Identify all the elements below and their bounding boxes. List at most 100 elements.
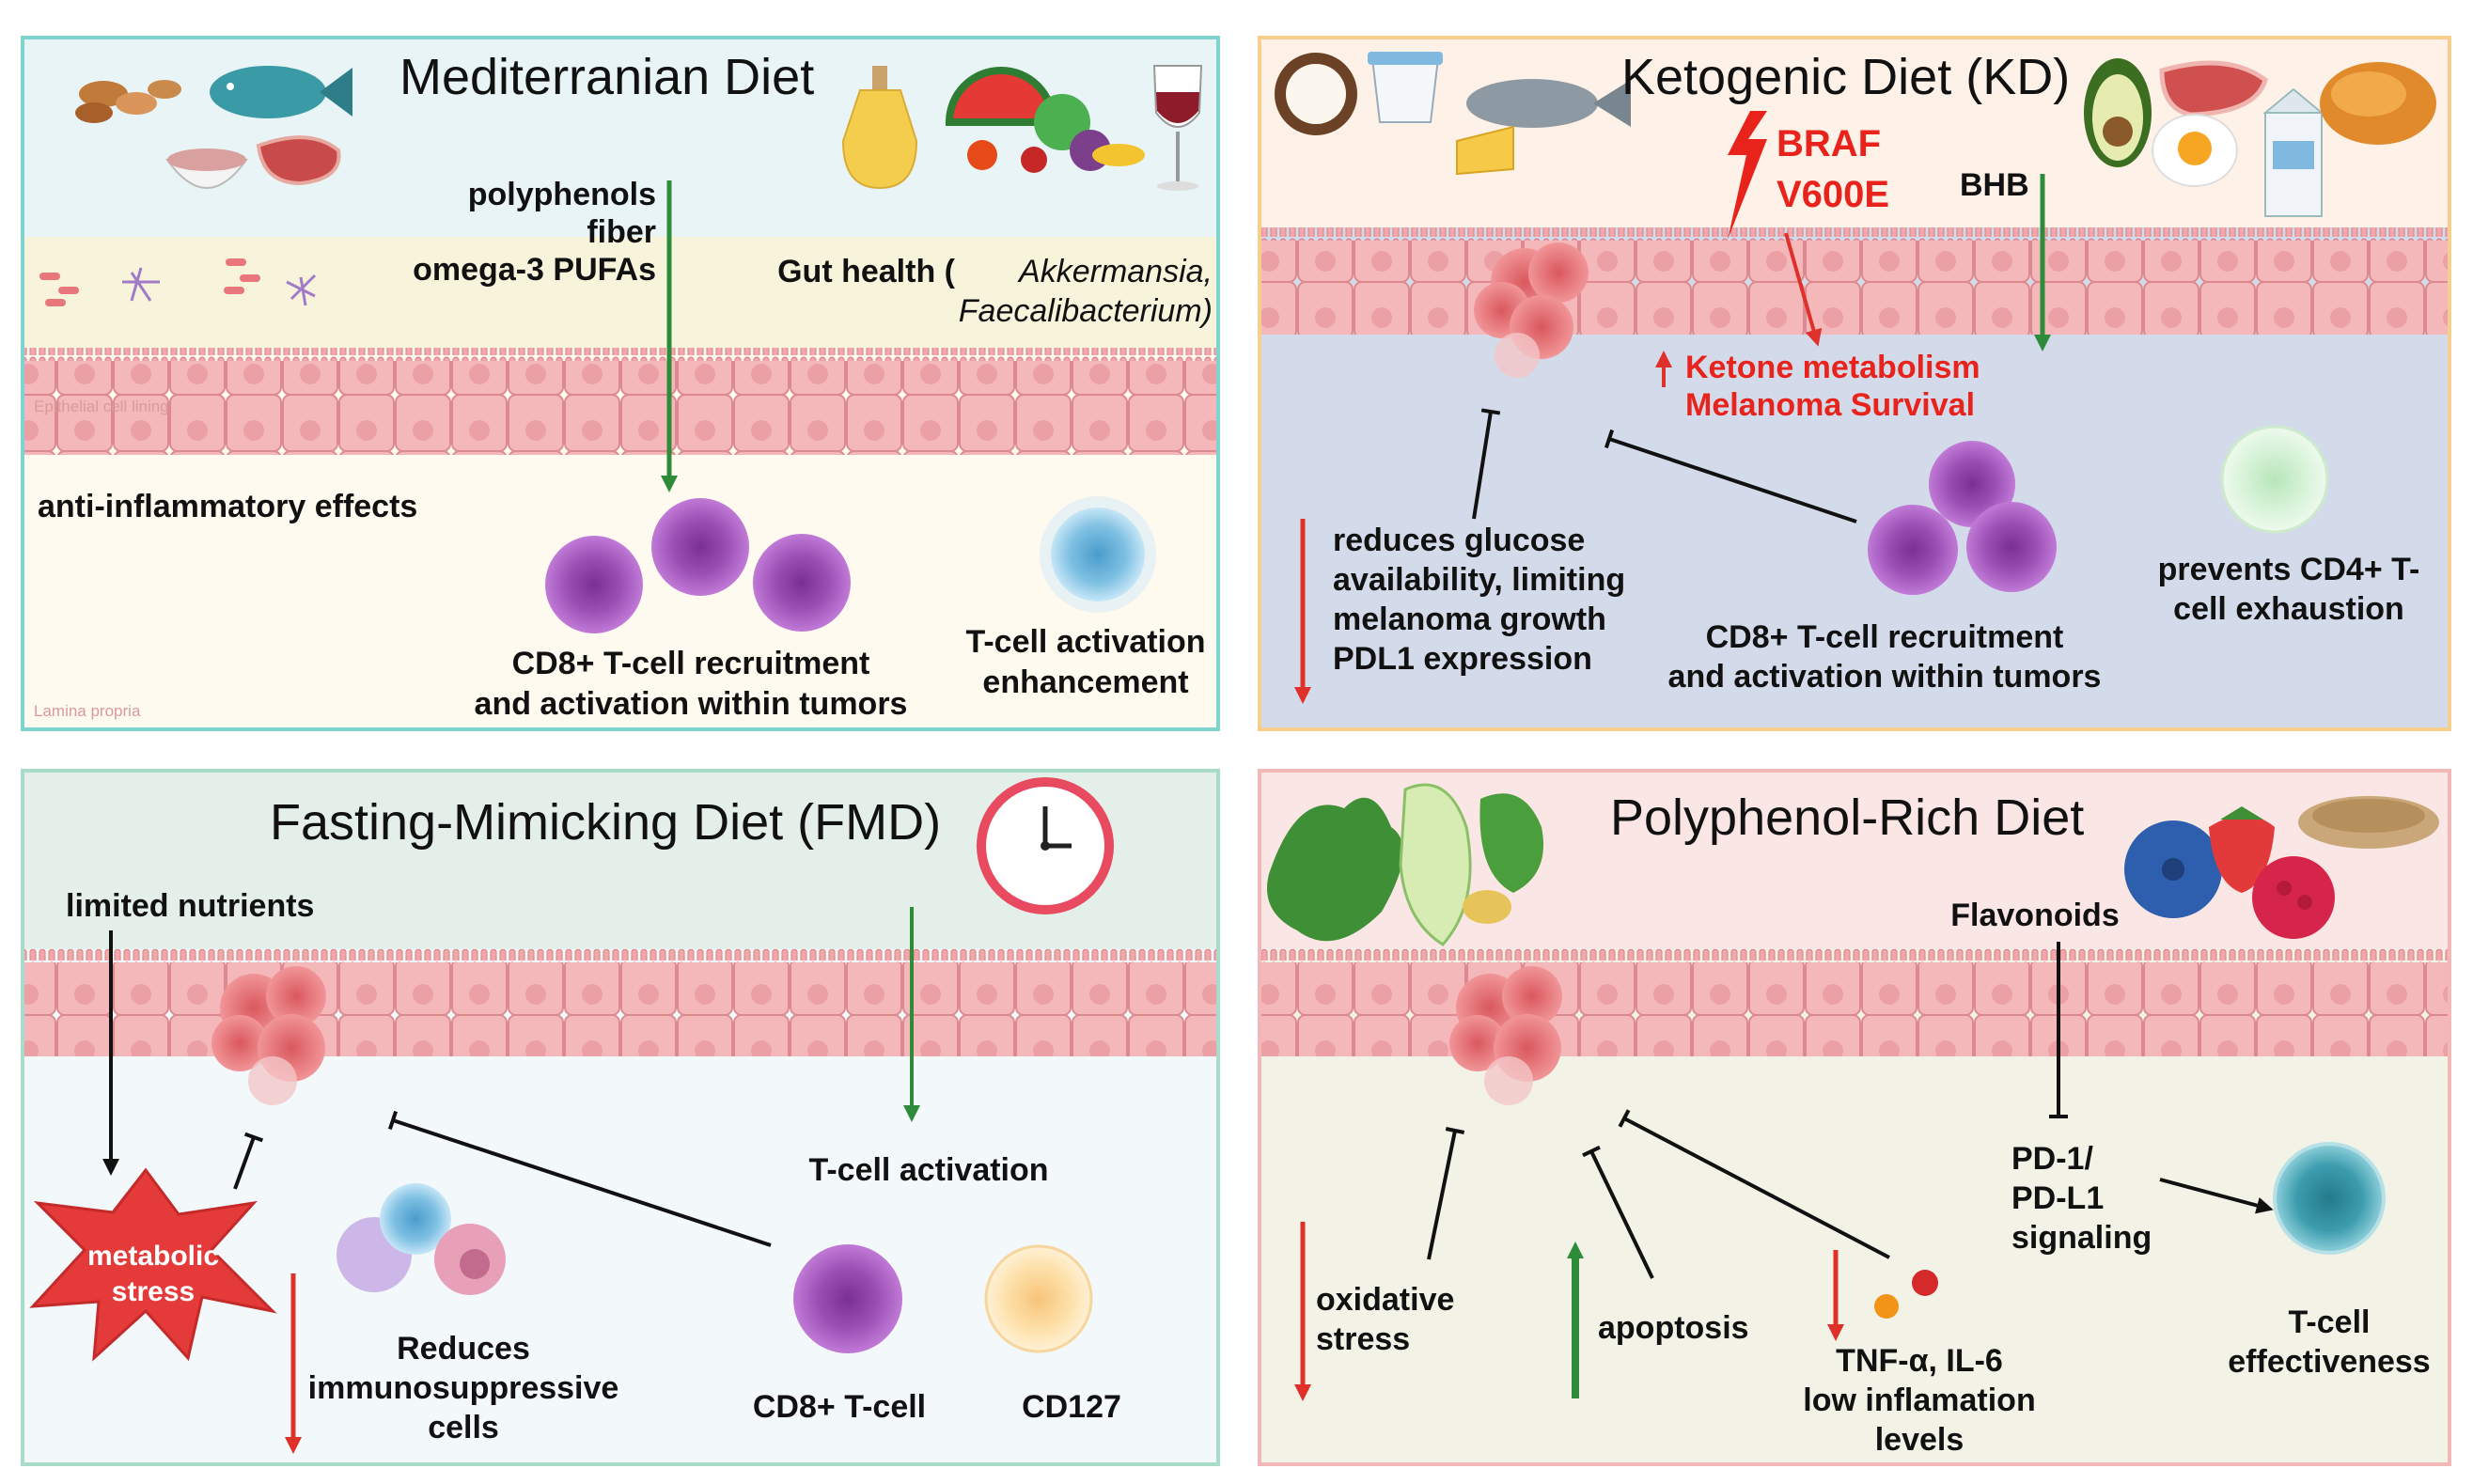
effectiveness-label-1: T-cell <box>2289 1304 2371 1340</box>
pd1-label-3: signaling <box>2011 1220 2152 1256</box>
coconut-icon <box>1275 53 1357 135</box>
tnf-label-3: levels <box>1875 1422 1964 1458</box>
glucose-label-4: PDL1 expression <box>1333 641 1592 677</box>
cd8-label-1: CD8+ T-cell recruitment <box>1706 619 2064 655</box>
effector-tcell <box>2273 1142 2386 1255</box>
glucose-label-3: melanoma growth <box>1333 601 1606 637</box>
limited-nutrients-label: limited nutrients <box>66 888 314 924</box>
lightning-icon <box>1728 111 1767 240</box>
inhibit-arrow-tnf <box>1618 1109 1890 1259</box>
tumor-cluster <box>211 966 326 1105</box>
strawberry-icon <box>2209 806 2275 893</box>
tcell-blue <box>1051 508 1145 601</box>
cd127-label: CD127 <box>1022 1389 1121 1425</box>
tumor-cluster <box>1474 242 1589 378</box>
grains-bowl-icon <box>165 148 248 189</box>
panel-fmd: Fasting-Mimicking Diet (FMD) limited nut… <box>21 769 1220 1466</box>
tcell-activation-label-1: T-cell activation <box>965 624 1205 660</box>
cd4-label-2: cell exhaustion <box>2173 591 2404 627</box>
cd8-label-2: and activation within tumors <box>475 686 908 722</box>
anti-inflammatory-label: anti-inflammatory effects <box>38 489 417 524</box>
clock-icon <box>977 777 1114 914</box>
panel-title: Ketogenic Diet (KD) <box>1621 49 2070 105</box>
epithelium <box>24 361 1216 455</box>
cd4-label-1: prevents CD4+ T- <box>2158 552 2420 587</box>
glucose-label-1: reduces glucose <box>1333 523 1585 558</box>
cd8-label-1: CD8+ T-cell recruitment <box>512 646 870 681</box>
nutrient-omega3: omega-3 PUFAs <box>413 252 656 288</box>
meat-icon <box>2159 60 2268 117</box>
pd1-label-1: PD-1/ <box>2011 1141 2093 1177</box>
inhibit-arrow-cd8 <box>1604 429 1857 523</box>
gut-bacteria-2: Faecalibacterium) <box>959 293 1213 329</box>
oxidative-label-1: oxidative <box>1316 1282 1454 1318</box>
tnf-label-2: low inflamation <box>1803 1382 2035 1418</box>
pd1-label-2: PD-L1 <box>2011 1180 2104 1216</box>
cd127-cell <box>984 1244 1093 1353</box>
gut-bacteria-1: Akkermansia, <box>1017 254 1213 289</box>
yogurt-icon <box>1368 52 1443 123</box>
braf-arrow <box>1784 232 1823 347</box>
metabolic-label-1: metabolic <box>87 1241 219 1272</box>
cd8-cells <box>1868 441 2057 595</box>
tumor-cluster <box>1449 966 1562 1105</box>
epithelium <box>1261 962 2448 1056</box>
panel-title: Fasting-Mimicking Diet (FMD) <box>270 794 941 851</box>
lamina-label: Lamina propria <box>34 702 141 720</box>
pd1-arrow <box>2159 1178 2274 1214</box>
epithelium <box>24 962 1216 1056</box>
meat-icon <box>256 135 341 186</box>
ketone-label-2: Melanoma Survival <box>1685 387 1975 423</box>
panel-title: Mediterranian Diet <box>399 49 814 105</box>
cd8-label-2: and activation within tumors <box>1668 659 2102 695</box>
glucose-label-2: availability, limiting <box>1333 562 1625 598</box>
inhibit-arrow-stress <box>233 1132 264 1190</box>
gut-health-label: Gut health ( <box>777 254 956 289</box>
raspberry-icon <box>2252 856 2335 939</box>
panel-title: Polyphenol-Rich Diet <box>1610 789 2084 846</box>
roast-chicken-icon <box>2320 62 2436 145</box>
egg-icon <box>2152 114 2238 187</box>
cheese-icon <box>1456 125 1514 176</box>
nutrient-fiber: fiber <box>587 214 656 250</box>
inhibit-arrow-oxidative <box>1427 1127 1465 1260</box>
tcell-activation-label: T-cell activation <box>808 1152 1048 1188</box>
cd4-cell <box>2220 425 2329 534</box>
inhibit-arrow-glucose <box>1472 408 1501 520</box>
cd8-cells <box>545 498 851 633</box>
cytokine-dot <box>1874 1294 1899 1319</box>
flavonoids-label: Flavonoids <box>1950 898 2119 933</box>
epithelium <box>1261 241 2448 335</box>
apoptosis-label: apoptosis <box>1598 1310 1749 1346</box>
watermelon-vegetables-icon <box>945 67 1145 173</box>
fish-icon <box>210 66 352 118</box>
inhibit-arrow-apoptosis <box>1582 1145 1654 1279</box>
nuts-icon <box>75 80 181 123</box>
avocado-icon <box>2084 58 2152 167</box>
effectiveness-label-2: effectiveness <box>2228 1344 2430 1380</box>
reduces-label-3: cells <box>428 1410 499 1445</box>
fish-icon <box>1466 79 1631 128</box>
immunosuppressive-cells <box>337 1183 506 1295</box>
nutrient-polyphenols: polyphenols <box>468 177 656 212</box>
cd8-cell <box>793 1244 902 1353</box>
panel-mediterranean: Epithelial cell lining Lamina propria <box>21 36 1220 731</box>
grains-icon <box>2298 796 2439 849</box>
metabolic-stress-burst <box>29 1167 277 1362</box>
tnf-label-1: TNF-α, IL-6 <box>1836 1343 2003 1379</box>
inhibit-arrow-cd8 <box>387 1110 772 1247</box>
epithelial-label: Epithelial cell lining <box>34 398 169 415</box>
braf-label-2: V600E <box>1776 174 1889 215</box>
wine-glass-icon <box>1152 65 1203 191</box>
braf-label-1: BRAF <box>1776 123 1881 164</box>
cd8-label: CD8+ T-cell <box>753 1389 926 1425</box>
ketone-label-1: Ketone metabolism <box>1685 350 1980 385</box>
milk-carton-icon <box>2262 87 2324 217</box>
cytokine-dot <box>1912 1270 1938 1296</box>
metabolic-label-2: stress <box>112 1276 195 1307</box>
panel-polyphenol: Polyphenol-Rich Diet Flavonoids PD-1/ PD… <box>1258 769 2451 1466</box>
panel-ketogenic: Ketogenic Diet (KD) BRAF V600E BHB Keton… <box>1258 36 2451 731</box>
oxidative-label-2: stress <box>1316 1321 1410 1357</box>
olive-oil-icon <box>841 66 918 190</box>
